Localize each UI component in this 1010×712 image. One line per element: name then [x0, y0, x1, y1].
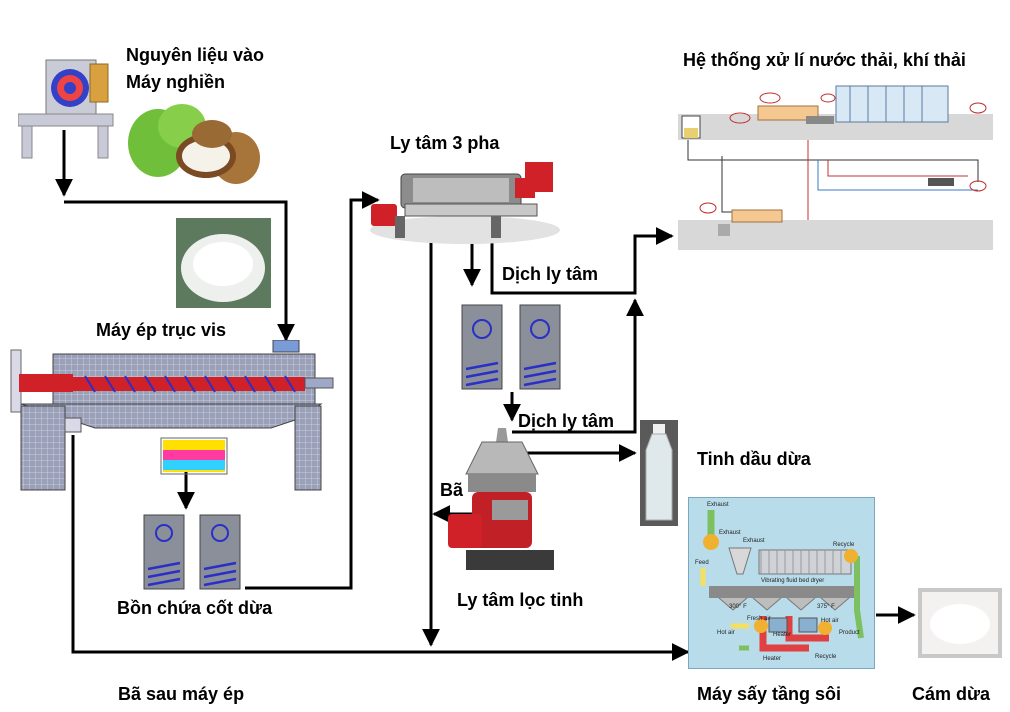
label-wastewater: Hệ thống xử lí nước thải, khí thải — [683, 50, 966, 70]
label-grinder: Máy nghiền — [126, 72, 226, 92]
decanter-image — [370, 162, 560, 244]
dryer-exhaust-label-3: Exhaust — [743, 538, 765, 544]
label-raw-input: Nguyên liệu vào — [126, 45, 265, 65]
label-dryer: Máy sấy tầng sôi — [697, 684, 842, 704]
screw-press-image — [10, 340, 334, 491]
label-centrate-1: Dịch ly tâm — [502, 264, 599, 284]
fluid-bed-dryer-panel: Exhaust Exhaust Exhaust Recycle Feed Vib… — [688, 497, 875, 669]
grated-coconut-image — [176, 218, 271, 308]
arrow-press-residue-to-dryer — [71, 435, 690, 661]
centrate-tanks-image — [461, 304, 561, 390]
dryer-product-label: Product — [839, 630, 860, 636]
label-milk-tank: Bồn chứa cốt dừa — [117, 598, 273, 618]
grinder-machine-image — [18, 59, 114, 159]
dryer-recycle-label-1: Recycle — [833, 542, 855, 548]
label-screw-press: Máy ép trục vis — [96, 320, 227, 340]
label-separator: Ly tâm lọc tinh — [457, 590, 584, 610]
label-residue: Bã — [440, 480, 464, 500]
dryer-exhaust-label-2: Exhaust — [719, 530, 741, 536]
label-bran: Cám dừa — [912, 684, 991, 704]
coconut-oil-bottle-image — [640, 420, 678, 526]
dryer-title-label: Vibrating fluid bed dryer — [761, 578, 825, 584]
dryer-exhaust-label-1: Exhaust — [707, 502, 729, 508]
wastewater-system-image — [678, 85, 993, 250]
label-decanter: Ly tâm 3 pha — [390, 133, 500, 153]
coconut-bran-image — [918, 588, 1002, 658]
dryer-fresh-air-label: Fresh air — [747, 616, 771, 622]
dryer-heater-label-2: Heater — [763, 656, 782, 662]
label-press-residue: Bã sau máy ép — [118, 684, 245, 704]
arrow-tank-to-decanter — [245, 191, 380, 590]
dryer-recycle-label-2: Recycle — [815, 654, 837, 660]
separator-image — [448, 428, 554, 570]
dryer-hot-air-label-1: Hot air — [717, 630, 735, 636]
arrow-separator-to-wastewater — [512, 298, 644, 434]
label-centrate-2: Dịch ly tâm — [518, 411, 615, 431]
arrow-decanter-to-wastewater — [490, 225, 674, 295]
dryer-feed-label: Feed — [695, 560, 709, 566]
dryer-hot-air-label-2: Hot air — [821, 618, 839, 624]
arrow-to-screw-press — [64, 200, 295, 342]
label-coconut-oil: Tinh dầu dừa — [697, 449, 811, 469]
dryer-temp-label-2: 375° F — [817, 604, 835, 610]
milk-tanks-image — [143, 514, 241, 590]
dryer-heater-label-1: Heater — [773, 632, 792, 638]
coconuts-image — [128, 104, 260, 184]
dryer-temp-label-1: 300° F — [729, 604, 747, 610]
